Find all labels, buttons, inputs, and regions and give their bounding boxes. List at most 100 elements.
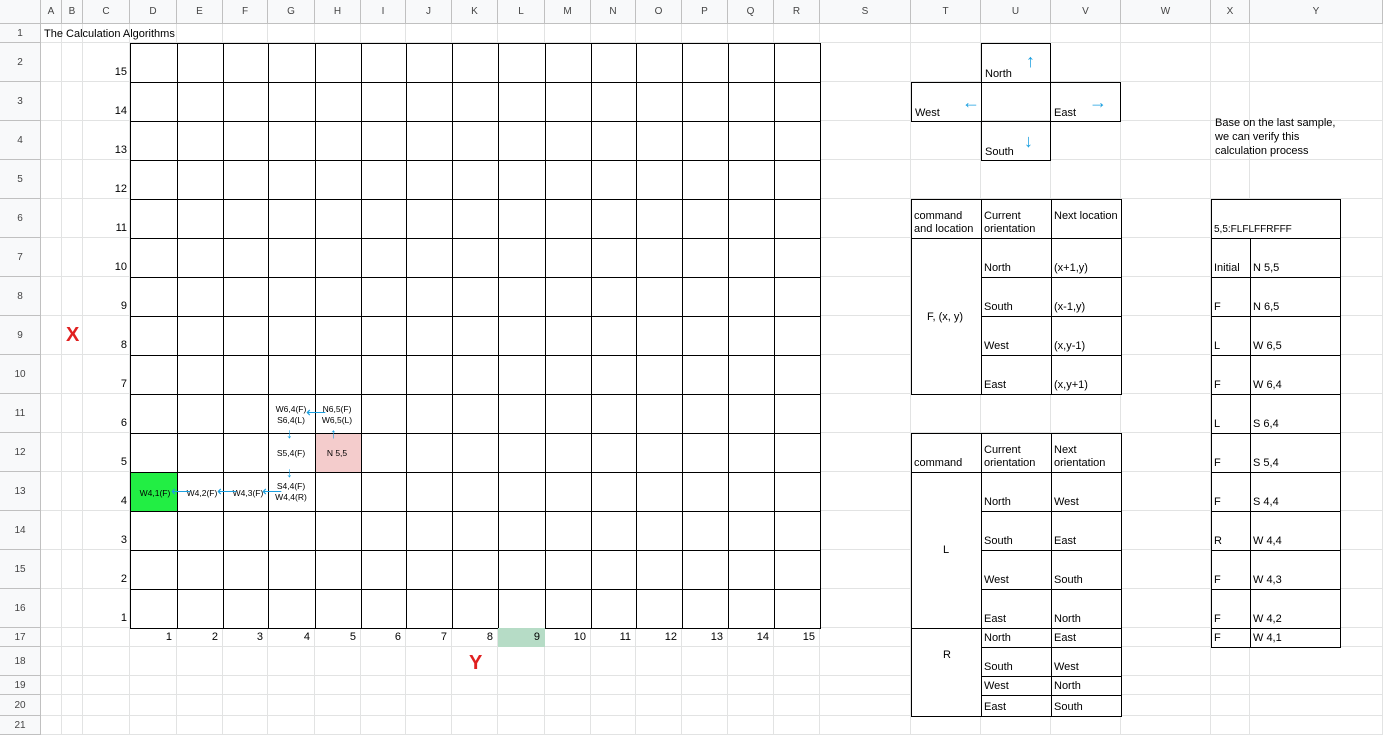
grid-cell[interactable] [361, 433, 407, 473]
grid-cell[interactable] [636, 433, 683, 473]
grid-cell[interactable] [268, 550, 316, 590]
grid-cell[interactable] [315, 238, 362, 278]
grid-cell[interactable] [498, 43, 546, 83]
grid-cell[interactable] [452, 550, 499, 590]
row-header[interactable]: 14 [0, 511, 41, 550]
grid-cell[interactable] [268, 355, 316, 395]
grid-cell[interactable] [177, 199, 224, 239]
row-header[interactable]: 17 [0, 628, 41, 647]
grid-cell[interactable] [591, 550, 637, 590]
grid-cell[interactable] [406, 121, 453, 161]
verify-cmd-cell[interactable] [1211, 433, 1251, 473]
grid-cell[interactable] [268, 472, 316, 512]
grid-cell[interactable] [591, 121, 637, 161]
grid-cell[interactable] [452, 355, 499, 395]
verify-cmd-cell[interactable] [1211, 394, 1251, 434]
l-orient-cell[interactable] [981, 472, 1052, 512]
row-header[interactable]: 5 [0, 160, 41, 199]
grid-cell[interactable] [406, 199, 453, 239]
grid-cell[interactable] [728, 472, 775, 512]
grid-cell[interactable] [682, 433, 729, 473]
grid-cell[interactable] [545, 316, 592, 356]
grid-cell[interactable] [315, 355, 362, 395]
column-header[interactable]: A [41, 0, 62, 24]
grid-cell[interactable] [636, 160, 683, 200]
column-header[interactable]: C [83, 0, 130, 24]
column-header[interactable]: W [1121, 0, 1211, 24]
grid-cell[interactable] [452, 121, 499, 161]
grid-cell[interactable] [774, 589, 821, 629]
grid-cell[interactable] [223, 589, 269, 629]
grid-cell[interactable] [223, 394, 269, 434]
grid-cell[interactable] [223, 550, 269, 590]
grid-cell[interactable] [498, 550, 546, 590]
l-next-cell[interactable] [1051, 550, 1122, 590]
row-header[interactable]: 21 [0, 716, 41, 735]
grid-cell[interactable] [361, 43, 407, 83]
grid-cell[interactable] [406, 277, 453, 317]
grid-cell[interactable] [498, 82, 546, 122]
grid-cell[interactable] [728, 43, 775, 83]
grid-cell[interactable] [774, 511, 821, 551]
grid-cell[interactable] [774, 472, 821, 512]
grid-cell[interactable] [130, 82, 178, 122]
grid-cell[interactable] [406, 550, 453, 590]
row-header[interactable]: 4 [0, 121, 41, 160]
r-next-cell[interactable] [1051, 647, 1122, 677]
grid-cell[interactable] [682, 238, 729, 278]
grid-cell[interactable] [452, 199, 499, 239]
grid-cell[interactable] [682, 394, 729, 434]
grid-cell[interactable] [452, 238, 499, 278]
grid-cell[interactable] [774, 316, 821, 356]
grid-cell[interactable] [361, 511, 407, 551]
grid-cell[interactable] [545, 433, 592, 473]
grid-cell[interactable] [315, 43, 362, 83]
sheet-title[interactable]: The Calculation Algorithms [44, 28, 175, 40]
column-header[interactable]: B [62, 0, 83, 24]
grid-cell[interactable] [406, 394, 453, 434]
grid-cell[interactable] [361, 394, 407, 434]
grid-cell[interactable] [545, 394, 592, 434]
grid-cell[interactable] [452, 316, 499, 356]
grid-cell[interactable] [728, 394, 775, 434]
grid-cell[interactable] [177, 160, 224, 200]
row-header[interactable]: 18 [0, 647, 41, 676]
verify-pos-cell[interactable] [1250, 628, 1341, 648]
grid-cell[interactable] [498, 160, 546, 200]
grid-cell[interactable] [406, 316, 453, 356]
grid-cell[interactable] [636, 394, 683, 434]
r-next-cell[interactable] [1051, 695, 1122, 717]
l-next-cell[interactable] [1051, 511, 1122, 551]
grid-cell[interactable] [728, 238, 775, 278]
note-text[interactable]: Base on the last sample, we can verify t… [1215, 117, 1336, 157]
grid-cell[interactable] [774, 394, 821, 434]
grid-cell[interactable] [130, 472, 178, 512]
grid-cell[interactable] [315, 511, 362, 551]
grid-cell[interactable] [682, 43, 729, 83]
row-header[interactable]: 15 [0, 550, 41, 589]
column-header[interactable]: V [1051, 0, 1121, 24]
column-header[interactable]: Q [728, 0, 774, 24]
f-orient-cell[interactable] [981, 238, 1052, 278]
grid-cell[interactable] [728, 82, 775, 122]
grid-cell[interactable] [406, 355, 453, 395]
grid-cell[interactable] [636, 316, 683, 356]
grid-cell[interactable] [591, 355, 637, 395]
grid-cell[interactable] [177, 121, 224, 161]
f-next-cell[interactable] [1051, 238, 1122, 278]
grid-cell[interactable] [315, 316, 362, 356]
grid-cell[interactable] [223, 316, 269, 356]
grid-cell[interactable] [406, 589, 453, 629]
verify-cmd-cell[interactable] [1211, 277, 1251, 317]
column-header[interactable]: M [545, 0, 591, 24]
row-header[interactable]: 6 [0, 199, 41, 238]
compass-north-box[interactable]: North ↑ [981, 43, 1051, 83]
row-header[interactable]: 11 [0, 394, 41, 433]
grid-cell[interactable] [498, 199, 546, 239]
grid-cell[interactable] [452, 160, 499, 200]
verify-cmd-cell[interactable] [1211, 472, 1251, 512]
grid-cell[interactable] [223, 355, 269, 395]
grid-cell[interactable] [774, 238, 821, 278]
grid-cell[interactable] [361, 355, 407, 395]
grid-cell[interactable] [774, 43, 821, 83]
